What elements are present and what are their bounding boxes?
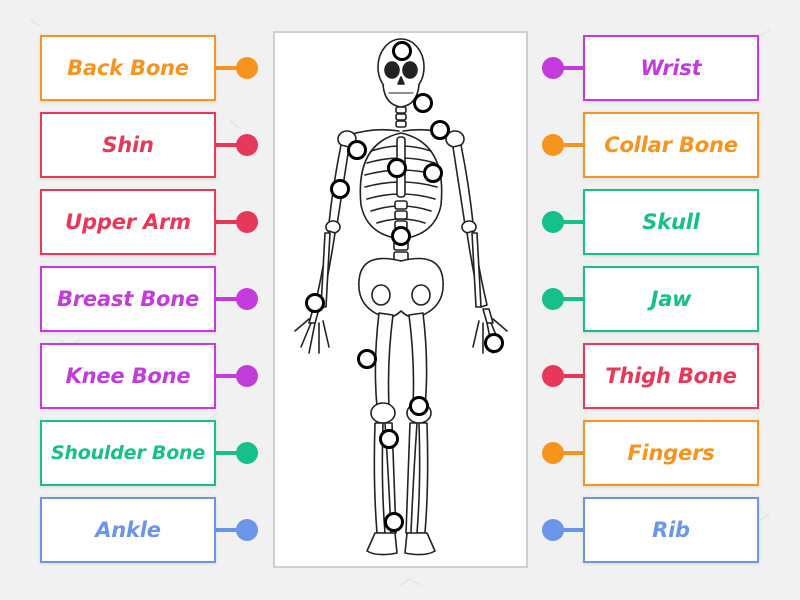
connector-stem	[562, 66, 584, 70]
connector-stem	[562, 143, 584, 147]
drag-handle-back-bone[interactable]	[236, 57, 258, 79]
drop-target-5[interactable]	[387, 158, 407, 178]
label-wrist[interactable]: Wrist	[583, 35, 759, 101]
drag-handle-rib[interactable]	[542, 519, 564, 541]
drag-handle-jaw[interactable]	[542, 288, 564, 310]
drop-target-6[interactable]	[423, 163, 443, 183]
label-skull[interactable]: Skull	[583, 189, 759, 255]
label-thigh-bone[interactable]: Thigh Bone	[583, 343, 759, 409]
drag-handle-wrist[interactable]	[542, 57, 564, 79]
drop-target-4[interactable]	[347, 140, 367, 160]
connector-stem	[216, 143, 238, 147]
connector-stem	[216, 451, 238, 455]
connector-stem	[216, 66, 238, 70]
label-shin[interactable]: Shin	[40, 112, 216, 178]
label-collar-bone[interactable]: Collar Bone	[583, 112, 759, 178]
label-breast-bone[interactable]: Breast Bone	[40, 266, 216, 332]
drag-handle-upper-arm[interactable]	[236, 211, 258, 233]
connector-stem	[562, 220, 584, 224]
drop-target-1[interactable]	[392, 41, 412, 61]
drop-target-10[interactable]	[484, 333, 504, 353]
drag-handle-ankle[interactable]	[236, 519, 258, 541]
label-ankle[interactable]: Ankle	[40, 497, 216, 563]
drop-target-9[interactable]	[305, 293, 325, 313]
label-rib[interactable]: Rib	[583, 497, 759, 563]
label-knee-bone[interactable]: Knee Bone	[40, 343, 216, 409]
drop-target-8[interactable]	[391, 226, 411, 246]
connector-stem	[562, 451, 584, 455]
connector-stem	[216, 297, 238, 301]
drop-target-7[interactable]	[330, 179, 350, 199]
drop-target-14[interactable]	[384, 512, 404, 532]
drag-handle-fingers[interactable]	[542, 442, 564, 464]
label-upper-arm[interactable]: Upper Arm	[40, 189, 216, 255]
drop-target-13[interactable]	[379, 429, 399, 449]
drag-handle-thigh-bone[interactable]	[542, 365, 564, 387]
drag-handle-shoulder-bone[interactable]	[236, 442, 258, 464]
connector-stem	[562, 297, 584, 301]
label-back-bone[interactable]: Back Bone	[40, 35, 216, 101]
connector-stem	[216, 374, 238, 378]
drag-handle-knee-bone[interactable]	[236, 365, 258, 387]
label-shoulder-bone[interactable]: Shoulder Bone	[40, 420, 216, 486]
connector-stem	[562, 528, 584, 532]
drop-target-3[interactable]	[430, 120, 450, 140]
label-jaw[interactable]: Jaw	[583, 266, 759, 332]
connector-stem	[216, 528, 238, 532]
drag-handle-skull[interactable]	[542, 211, 564, 233]
drag-handle-breast-bone[interactable]	[236, 288, 258, 310]
drop-target-12[interactable]	[409, 396, 429, 416]
label-fingers[interactable]: Fingers	[583, 420, 759, 486]
drop-target-11[interactable]	[357, 349, 377, 369]
drop-target-2[interactable]	[413, 93, 433, 113]
drag-handle-shin[interactable]	[236, 134, 258, 156]
drag-handle-collar-bone[interactable]	[542, 134, 564, 156]
connector-stem	[216, 220, 238, 224]
connector-stem	[562, 374, 584, 378]
